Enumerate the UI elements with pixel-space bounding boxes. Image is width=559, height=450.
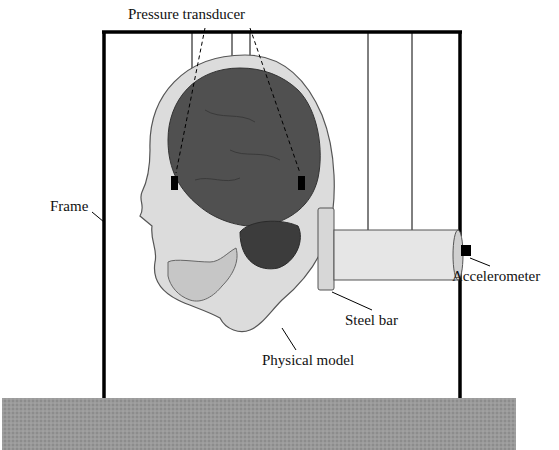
- brain-fold: [195, 110, 280, 181]
- accelerometer: [461, 245, 471, 256]
- steel-bar-flange: [318, 208, 334, 290]
- frame: [102, 32, 462, 398]
- pressure-transducer: [298, 176, 305, 190]
- skull: [140, 55, 334, 332]
- cerebellum: [240, 221, 300, 269]
- brain: [168, 68, 320, 226]
- part-label: Pressure transducer: [128, 6, 245, 23]
- pressure-transducer: [171, 176, 178, 190]
- jaw: [168, 248, 237, 301]
- part-label: Physical model: [262, 352, 354, 369]
- ground: [2, 398, 516, 450]
- leader-line: [92, 28, 490, 350]
- part-label: Frame: [50, 198, 88, 215]
- steel-bar: [334, 230, 458, 280]
- part-label: Accelerometer: [452, 268, 540, 285]
- part-label: Steel bar: [345, 312, 398, 329]
